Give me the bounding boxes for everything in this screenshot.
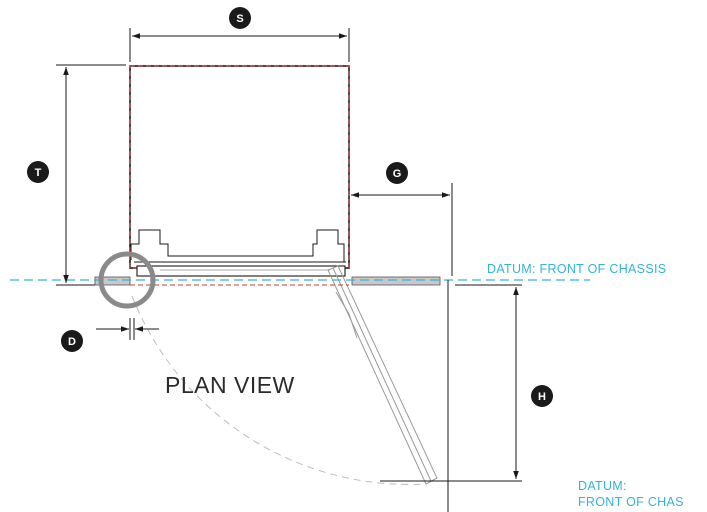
dimension-g — [351, 183, 453, 276]
badge-t-icon — [27, 161, 49, 183]
badge-d-label: D — [68, 336, 76, 348]
badge-s-icon — [229, 7, 251, 29]
datum-label-main: DATUM: FRONT OF CHASSIS — [487, 262, 666, 276]
badge-t-label: T — [35, 167, 42, 179]
badge-h-icon — [531, 385, 553, 407]
badge-h-label: H — [538, 391, 546, 403]
badge-g-icon — [386, 162, 408, 184]
cabinet-outline-red-dashed — [129, 65, 350, 269]
front-chassis-plate — [136, 265, 346, 277]
datum-label-secondary-line2: FRONT OF CHAS — [578, 495, 684, 509]
badge-g-label: G — [393, 168, 402, 180]
datum-label-secondary-line1: DATUM: — [578, 479, 627, 493]
plan-view-label: PLAN VIEW — [165, 372, 295, 398]
dimension-d — [96, 318, 159, 340]
dimension-h — [380, 280, 522, 512]
badge-s-label: S — [236, 13, 243, 25]
detail-highlight-circle — [98, 251, 156, 309]
left-floor-segment — [94, 276, 131, 286]
internal-brackets — [130, 229, 346, 263]
dimension-s — [129, 28, 350, 62]
open-door — [327, 265, 438, 485]
cabinet-outline — [129, 65, 350, 269]
right-floor-segment — [351, 276, 441, 286]
door-swing-arc — [131, 295, 426, 485]
dimension-t — [56, 64, 126, 286]
badge-d-icon — [61, 330, 83, 352]
